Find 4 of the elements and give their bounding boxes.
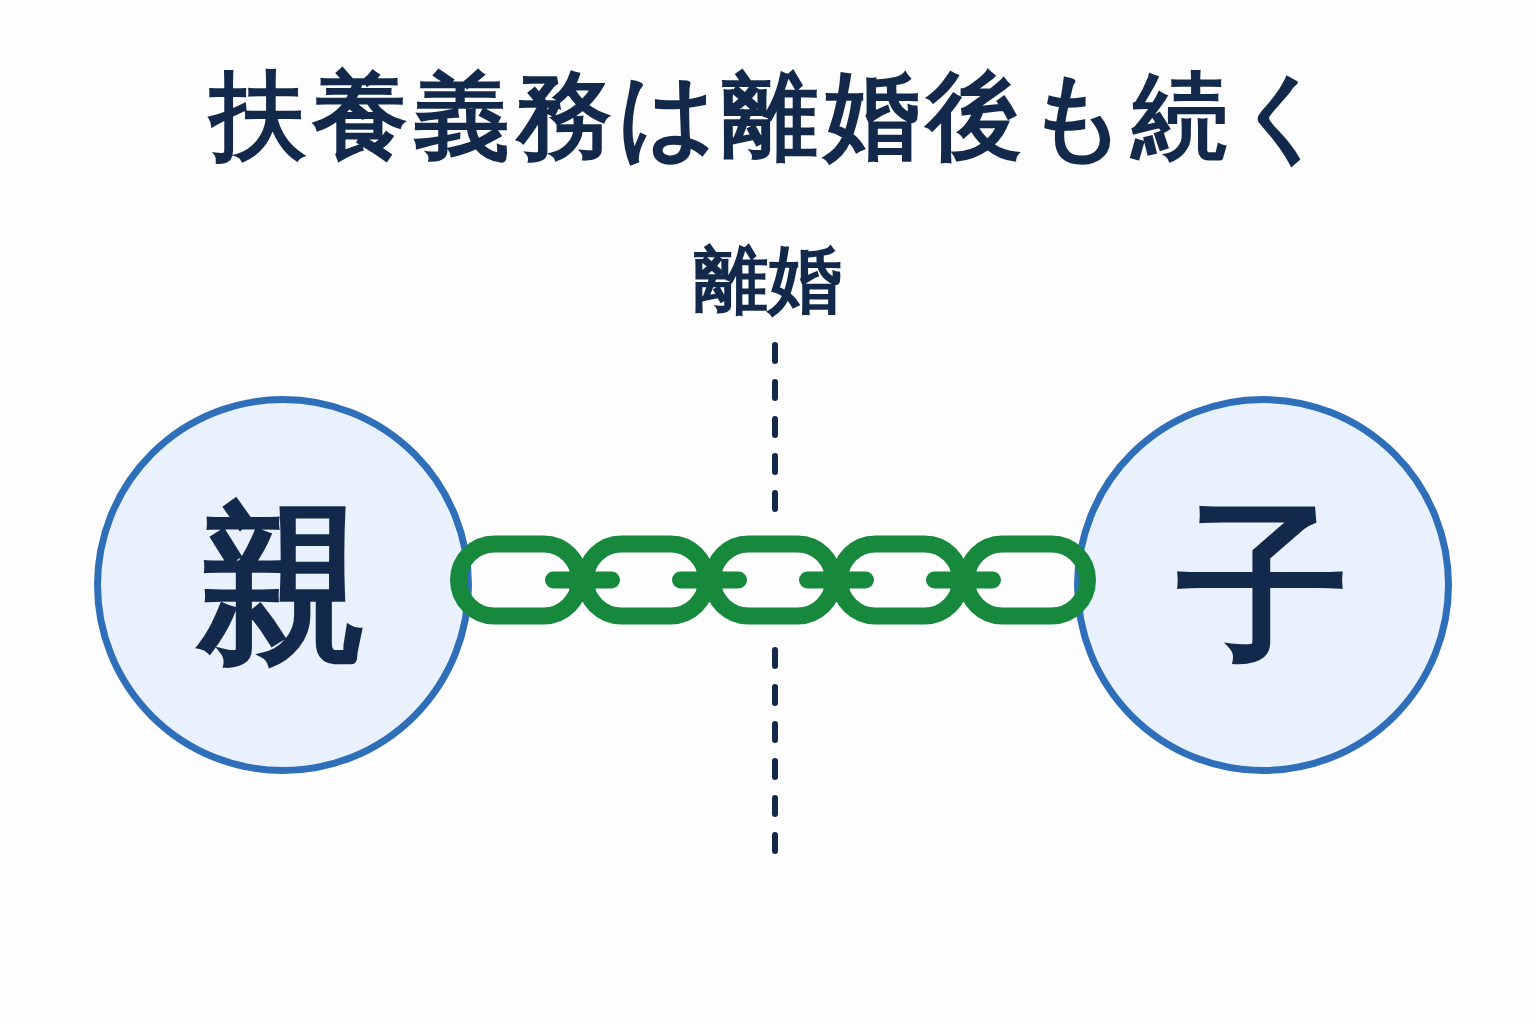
chain [450, 535, 1096, 625]
node-label: 子 [1177, 499, 1349, 671]
node-label: 親 [197, 499, 369, 671]
divider-label: 離婚 [694, 242, 842, 316]
